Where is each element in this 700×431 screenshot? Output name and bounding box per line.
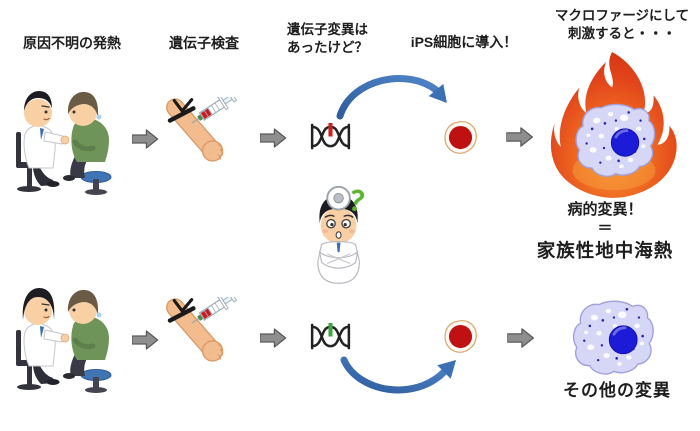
consultation-illustration-top xyxy=(12,84,124,196)
consultation-illustration-bottom xyxy=(12,282,124,394)
curved-arrow-top-icon xyxy=(330,70,465,130)
gray-arrow-icon xyxy=(260,327,287,349)
ips-cell-icon-bottom xyxy=(442,318,479,355)
header-macrophage-line2: 刺激すると・・・ xyxy=(568,26,676,41)
header-ips-introduction: iPS細胞に導入！ xyxy=(410,34,518,50)
gray-arrow-icon xyxy=(132,329,159,351)
blood-draw-icon-bottom xyxy=(163,297,243,371)
blood-draw-icon-top xyxy=(163,97,243,171)
gray-arrow-icon xyxy=(132,128,159,150)
pathogenic-mutation-label: 病的変異！ xyxy=(567,201,643,218)
header-unknown-fever: 原因不明の発熱 xyxy=(23,35,121,51)
gray-arrow-icon xyxy=(507,327,535,349)
other-mutation-label: その他の変異 xyxy=(563,381,671,400)
ips-cell-icon-top xyxy=(442,119,479,156)
header-genetic-test: 遺伝子検査 xyxy=(169,35,239,51)
header-macrophage-line1: マクロファージにして xyxy=(554,8,690,23)
header-mutation-found: 遺伝子変異は あったけど？ xyxy=(287,21,368,57)
header-macrophage-stimulation: マクロファージにして 刺激すると・・・ xyxy=(548,7,696,43)
header-mutation-found-line2: あったけど？ xyxy=(287,40,368,55)
curved-arrow-bottom-icon xyxy=(336,352,466,404)
dna-icon-other xyxy=(309,322,352,351)
macrophage-icon xyxy=(571,299,655,375)
gray-arrow-icon xyxy=(260,127,287,149)
header-mutation-found-line1: 遺伝子変異は xyxy=(287,22,368,37)
fmf-diagnosis-label: 家族性地中海熱 xyxy=(536,240,674,261)
equals-sign: ＝ xyxy=(597,220,613,237)
gray-arrow-icon xyxy=(506,126,534,148)
flaming-macrophage-icon xyxy=(542,50,686,198)
